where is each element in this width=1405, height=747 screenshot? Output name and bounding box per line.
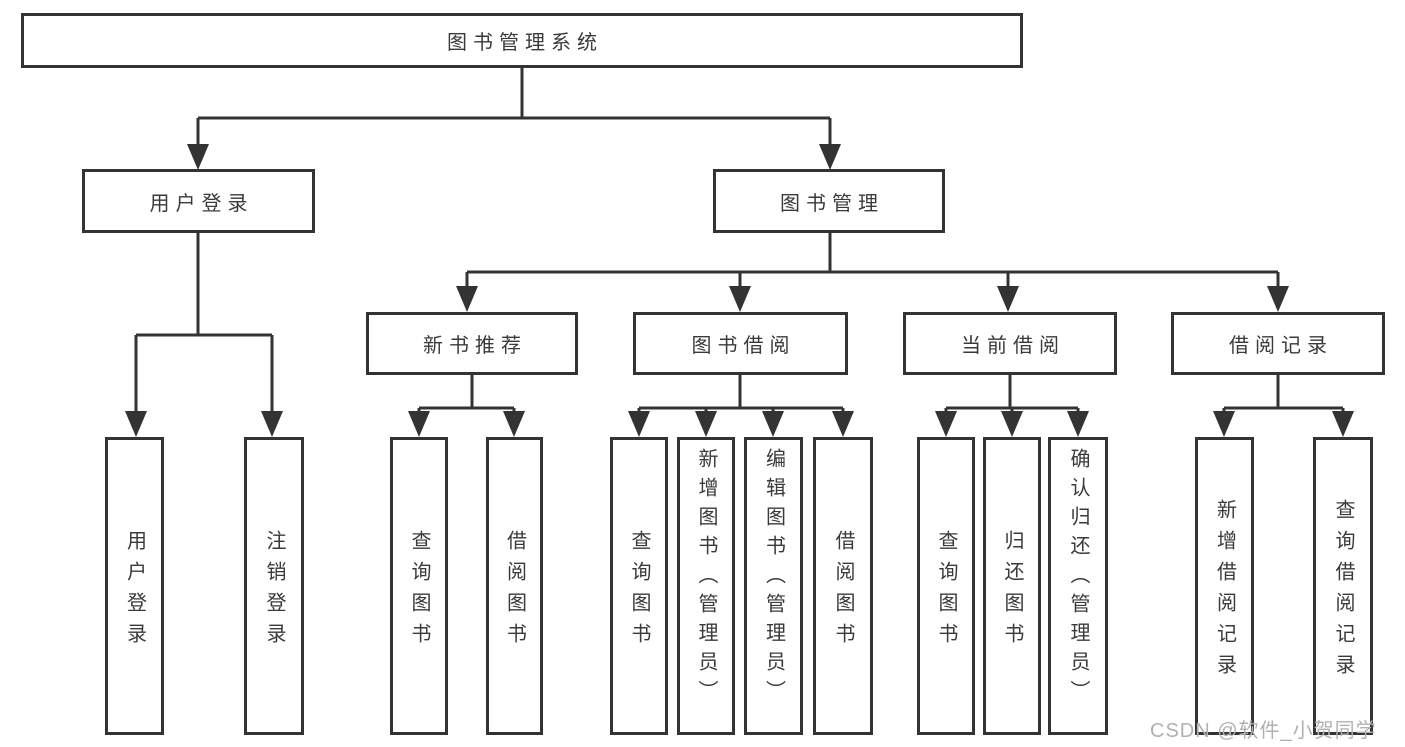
arrowhead	[1332, 411, 1354, 437]
node-new-book-recommendation: 新书推荐	[366, 312, 578, 375]
node-label: 注销登录	[263, 529, 285, 654]
node-label: 查询借阅记录	[1332, 498, 1354, 685]
leaf-add-books-admin: 新增图书（管理员）	[677, 437, 735, 735]
node-label: 用户登录	[123, 529, 146, 654]
node-book-borrowing: 图书借阅	[633, 312, 848, 375]
node-label: 图书管理	[780, 192, 884, 215]
connector-user-login-children	[134, 233, 274, 413]
node-label: 图书管理系统	[447, 32, 603, 54]
leaf-borrow-books: 借阅图书	[486, 437, 543, 735]
node-label: 查询图书	[935, 529, 957, 654]
arrowhead	[1001, 411, 1023, 437]
arrowhead	[695, 411, 717, 437]
node-label: 查询图书	[408, 529, 430, 654]
arrowhead	[503, 411, 525, 437]
node-label: 借阅图书	[832, 529, 854, 654]
connector-borrow-records-children	[1222, 375, 1345, 413]
arrowhead	[187, 144, 209, 170]
leaf-edit-books-admin: 编辑图书（管理员）	[744, 437, 803, 735]
arrowhead	[261, 411, 283, 437]
node-label: 查询图书	[628, 529, 650, 654]
leaf-query-books: 查询图书	[917, 437, 975, 735]
node-label: 用户登录	[149, 192, 254, 215]
node-label: 新增图书（管理员）	[695, 448, 717, 709]
arrowhead	[456, 286, 478, 312]
node-label: 借阅记录	[1229, 335, 1333, 357]
leaf-borrow-books: 借阅图书	[813, 437, 873, 735]
arrowhead	[997, 286, 1019, 312]
node-label: 图书借阅	[691, 335, 796, 357]
connector-root-to-level2	[196, 68, 832, 146]
arrowhead	[819, 144, 841, 170]
arrowhead	[628, 411, 650, 437]
arrowhead	[1067, 411, 1089, 437]
node-current-borrowing: 当前借阅	[903, 312, 1117, 375]
connector-new-book-rec-children	[417, 375, 516, 413]
leaf-confirm-return-admin: 确认归还（管理员）	[1048, 437, 1108, 735]
arrowhead	[1267, 286, 1289, 312]
arrowhead	[762, 411, 784, 437]
connector-book-mgmt-children	[465, 233, 1280, 288]
arrowhead	[935, 411, 957, 437]
arrowhead	[125, 411, 147, 437]
node-label: 新书推荐	[423, 335, 527, 357]
leaf-query-books: 查询图书	[610, 437, 668, 735]
leaf-add-borrow-record: 新增借阅记录	[1195, 437, 1254, 735]
arrowhead	[729, 286, 751, 312]
node-label: 确认归还（管理员）	[1067, 448, 1089, 709]
node-book-management: 图书管理	[713, 169, 945, 233]
connector-book-borrow-children	[637, 375, 845, 413]
node-borrowing-records: 借阅记录	[1171, 312, 1385, 375]
leaf-query-books: 查询图书	[390, 437, 448, 735]
node-label: 归还图书	[1001, 529, 1023, 654]
csdn-watermark: CSDN @软件_小贺同学	[1150, 720, 1377, 742]
leaf-user-login: 用户登录	[105, 437, 164, 735]
node-user-login: 用户登录	[82, 169, 315, 233]
node-label: 借阅图书	[503, 529, 526, 654]
leaf-logout: 注销登录	[244, 437, 304, 735]
node-library-system: 图书管理系统	[21, 13, 1023, 68]
connector-current-borrow-children	[944, 375, 1080, 413]
node-label: 当前借阅	[961, 335, 1065, 357]
leaf-query-borrow-record: 查询借阅记录	[1313, 437, 1373, 735]
arrowhead	[408, 411, 430, 437]
arrowhead	[832, 411, 854, 437]
node-label: 编辑图书（管理员）	[762, 448, 785, 709]
leaf-return-books: 归还图书	[983, 437, 1041, 735]
node-label: 新增借阅记录	[1213, 498, 1236, 685]
arrowhead	[1213, 411, 1235, 437]
